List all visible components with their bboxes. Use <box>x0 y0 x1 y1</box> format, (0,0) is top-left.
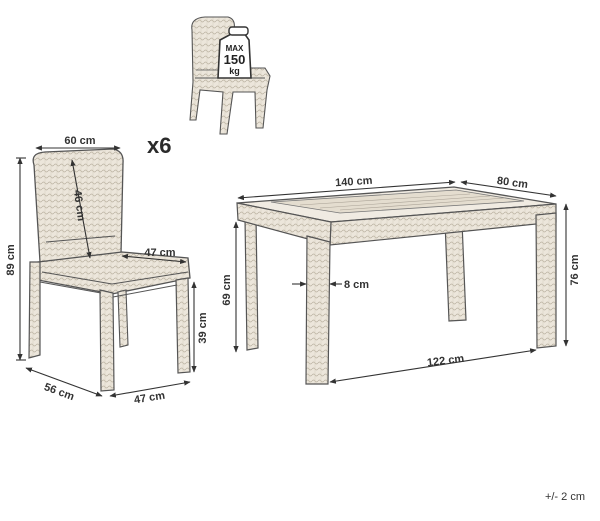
chair-backrest-label: 46 cm <box>71 189 87 222</box>
chair-base-width-label: 47 cm <box>133 390 166 407</box>
table-leg-height-label: 69 cm <box>221 274 233 305</box>
badge-unit: kg <box>229 66 240 76</box>
chair-seat-depth-label: 47 cm <box>144 247 175 259</box>
chair-top-width-label: 60 cm <box>64 135 95 147</box>
chair-drawing <box>28 148 191 392</box>
table-leg-span-label: 122 cm <box>426 353 465 369</box>
chair-dimensions <box>16 145 197 398</box>
chair-height-label: 89 cm <box>5 244 17 275</box>
quantity-label: x6 <box>147 133 171 158</box>
table-width-label: 80 cm <box>496 175 529 191</box>
max-weight-badge: MAX 150 kg <box>217 26 252 79</box>
badge-weight: 150 <box>224 52 246 67</box>
table-length-label: 140 cm <box>335 175 373 190</box>
badge-max: MAX <box>226 44 244 53</box>
table-height-label: 76 cm <box>569 254 581 285</box>
table-dimensions <box>233 179 569 384</box>
chair-seat-height-label: 39 cm <box>197 312 209 343</box>
table-leg-width-label: 8 cm <box>344 279 369 291</box>
tolerance-note: +/- 2 cm <box>545 491 585 503</box>
table-drawing <box>236 186 557 385</box>
